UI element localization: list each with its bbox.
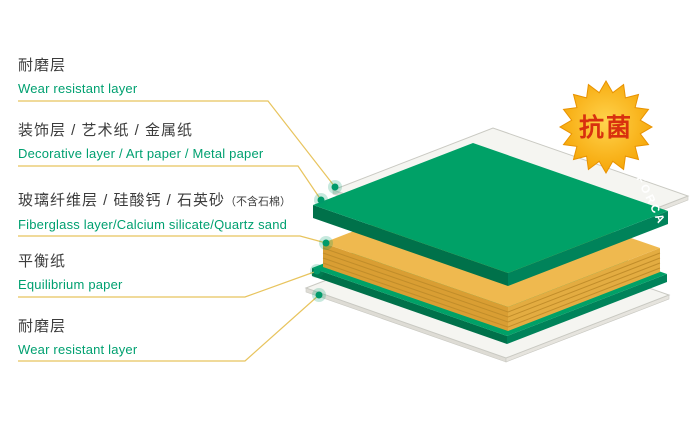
- label-zh: 耐磨层: [18, 318, 67, 335]
- label-en: Wear resistant layer: [18, 342, 138, 357]
- label-fiberglass: 玻璃纤维层 / 硅酸钙 / 石英砂（不含石棉） Fiberglass layer…: [18, 192, 318, 232]
- label-en: Equilibrium paper: [18, 277, 123, 292]
- stack-stripe: [322, 262, 661, 328]
- anchor-dot-decorative: [317, 196, 325, 204]
- label-equilibrium: 平衡纸 Equilibrium paper: [18, 253, 318, 292]
- label-zh: 耐磨层: [18, 57, 67, 74]
- anchor-dot-wear-bottom: [315, 291, 323, 299]
- label-decorative: 装饰层 / 艺术纸 / 金属纸 Decorative layer / Art p…: [18, 122, 318, 161]
- leader-line-wear-bottom: [18, 294, 320, 362]
- leader-line-equilibrium: [18, 270, 318, 298]
- starburst-icon: [559, 80, 653, 174]
- anchor-dot-equilibrium: [313, 267, 321, 275]
- anchor-dot-wear-top: [331, 183, 339, 191]
- leader-line-fiberglass: [18, 235, 327, 244]
- leader-lines: [18, 100, 336, 362]
- anchor-dots: [310, 180, 342, 302]
- stack-stripe: [322, 257, 661, 323]
- label-wear-top: 耐磨层 Wear resistant layer: [18, 57, 318, 96]
- badge-label: 抗菌: [579, 113, 633, 142]
- anchor-dot-fiberglass: [322, 239, 330, 247]
- label-en: Wear resistant layer: [18, 81, 138, 96]
- label-en: Decorative layer / Art paper / Metal pap…: [18, 146, 264, 161]
- stack-stripe: [322, 247, 661, 313]
- label-zh: 平衡纸: [18, 253, 67, 270]
- label-wear-bottom: 耐磨层 Wear resistant layer: [18, 318, 318, 357]
- label-zh: 玻璃纤维层 / 硅酸钙 / 石英砂（不含石棉）: [18, 192, 292, 209]
- antibacterial-badge: 抗菌: [559, 80, 653, 174]
- leader-line-wear-top: [18, 100, 336, 188]
- label-zh-note: （不含石棉）: [225, 196, 292, 208]
- stack-stripe: [322, 252, 661, 318]
- label-en: Fiberglass layer/Calcium silicate/Quartz…: [18, 217, 288, 232]
- leader-line-decorative: [18, 165, 322, 201]
- label-zh: 装饰层 / 艺术纸 / 金属纸: [18, 122, 194, 139]
